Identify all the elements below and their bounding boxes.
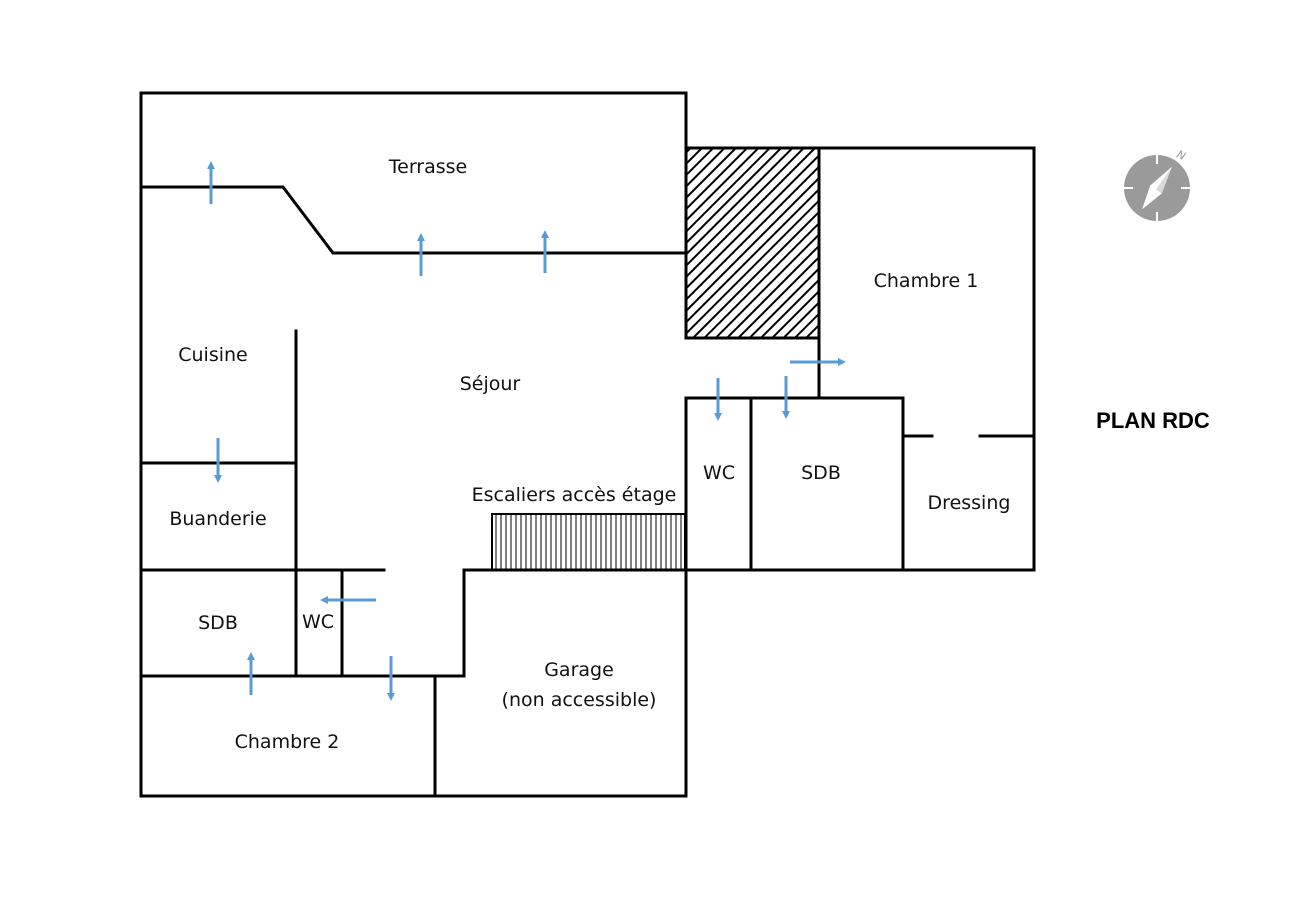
room-label-garage-note: (non accessible) (502, 689, 657, 711)
outer-wall-left-block (139, 91, 688, 150)
plan-title: PLAN RDC (1096, 408, 1210, 433)
walls (139, 91, 1036, 798)
room-label-cuisine: Cuisine (178, 344, 248, 366)
access-arrows (207, 161, 846, 701)
compass-north-icon: N (1124, 148, 1190, 221)
room-label-sejour: Séjour (460, 373, 521, 395)
room-label-wc-right: WC (703, 462, 735, 484)
outer-wall-right-block (684, 146, 1036, 572)
room-label-buanderie: Buanderie (169, 508, 266, 530)
room-label-chambre-1: Chambre 1 (874, 270, 979, 292)
room-label-garage: Garage (544, 659, 614, 681)
room-label-dressing: Dressing (928, 492, 1011, 514)
room-label-sdb-right: SDB (801, 462, 841, 484)
terrace-wall (139, 185, 688, 255)
staircase (491, 513, 686, 571)
outer-wall-left (139, 91, 688, 798)
compass-north-letter: N (1175, 148, 1188, 163)
room-label-wc-left: WC (302, 611, 334, 633)
room-labels: Terrasse Chambre 1 Cuisine Séjour WC SDB… (169, 156, 1010, 753)
wall-garage (462, 568, 688, 678)
room-label-sdb-left: SDB (198, 612, 238, 634)
hatched-block (684, 146, 821, 340)
room-label-chambre-2: Chambre 2 (235, 731, 340, 753)
room-label-terrasse: Terrasse (388, 156, 468, 178)
room-label-escaliers: Escaliers accès étage (472, 484, 677, 506)
